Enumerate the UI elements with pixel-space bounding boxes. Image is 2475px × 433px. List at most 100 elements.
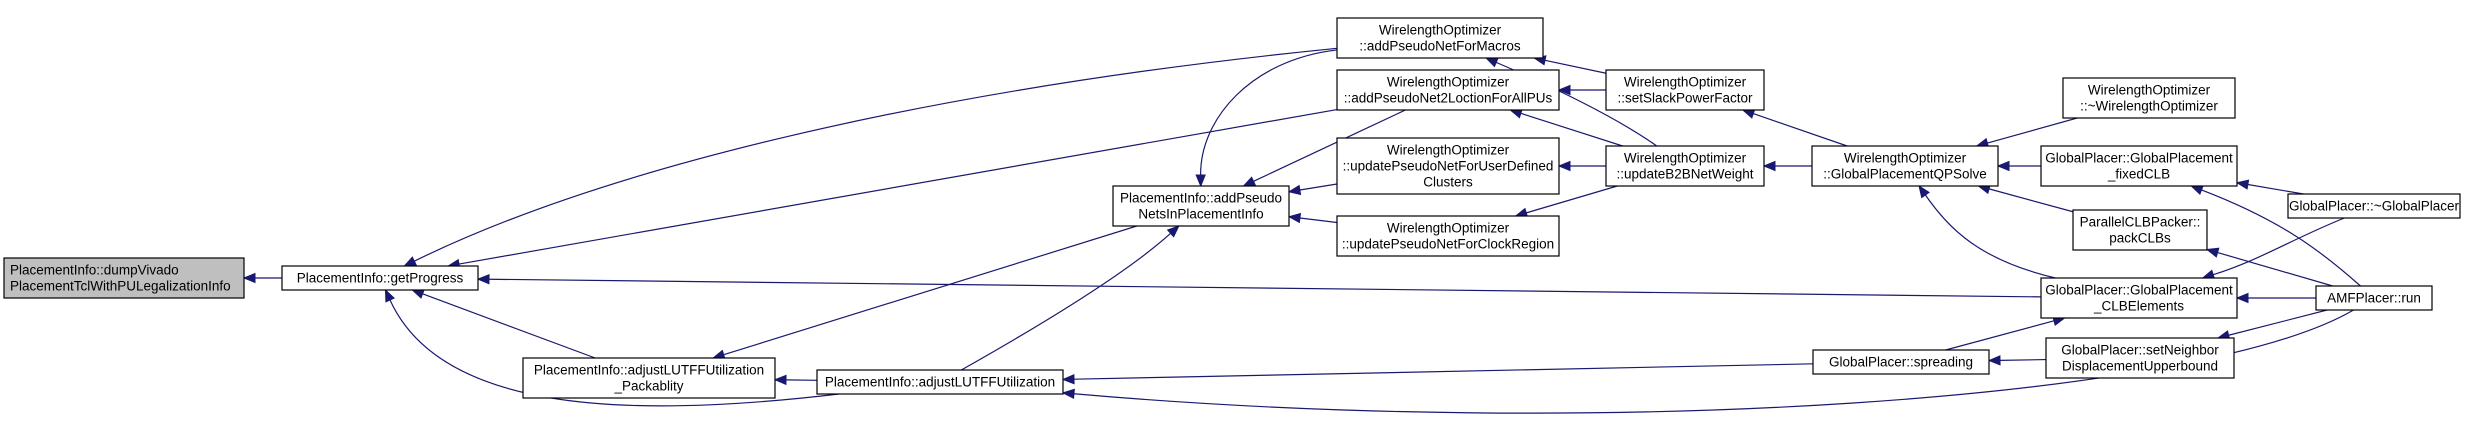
edge-adj-to-addPseudoNets: [960, 225, 1180, 371]
node-box: [3, 257, 245, 299]
node-gpCLB[interactable]: GlobalPlacer::GlobalPlacement_CLBElement…: [2040, 277, 2238, 319]
node-label-line: _Packablity: [613, 379, 683, 394]
edge-line: [1073, 309, 2354, 414]
node-label-line: ::updatePseudoNetForUserDefined: [1343, 159, 1554, 174]
node-label-line: packCLBs: [2109, 231, 2171, 246]
edge-line: [2247, 183, 2304, 195]
edge-wlB2B-to-wlUserDef: [1557, 160, 1606, 172]
edge-line: [1200, 49, 1338, 176]
arrowhead-icon: [2235, 179, 2250, 190]
arrowhead-icon: [384, 288, 395, 303]
edge-line: [2228, 309, 2328, 336]
arrowhead-icon: [1741, 108, 1756, 119]
node-box: [1336, 137, 1560, 195]
edge-line: [1299, 183, 1338, 191]
node-adjPack[interactable]: PlacementInfo::adjustLUTFFUtilization_Pa…: [522, 357, 776, 399]
node-addPseudoNets[interactable]: PlacementInfo::addPseudoNetsInPlacementI…: [1112, 185, 1290, 227]
node-box: [2315, 285, 2433, 311]
node-dump[interactable]: PlacementInfo::dumpVivadoPlacementTclWit…: [3, 257, 245, 299]
node-label-line: ::addPseudoNet2LoctionForAllPUs: [1344, 91, 1553, 106]
edge-getProgress-to-dump: [242, 272, 282, 284]
edge-gpDtor-to-gpCLB: [2201, 217, 2345, 280]
edge-wlMacros-to-getProgress: [403, 47, 1338, 267]
arrowhead-icon: [1195, 174, 1206, 188]
node-label-line: ::GlobalPlacementQPSolve: [1823, 167, 1987, 182]
node-box: [281, 265, 479, 291]
arrowhead-icon: [242, 272, 256, 284]
arrowhead-icon: [411, 289, 425, 299]
edge-pcPack-to-wlQP: [1977, 183, 2074, 213]
node-box: [816, 369, 1064, 395]
edge-gpCLB-to-getProgress: [476, 274, 2042, 298]
edge-adj-to-adjPack: [773, 374, 818, 386]
edge-line: [458, 108, 1338, 265]
node-box: [2040, 277, 2238, 319]
node-label-line: WirelengthOptimizer: [1844, 151, 1967, 166]
edge-line: [1753, 113, 1848, 147]
node-gpFixed[interactable]: GlobalPlacer::GlobalPlacement_fixedCLB: [2040, 145, 2238, 187]
node-label-line: ::addPseudoNetForMacros: [1359, 39, 1521, 54]
edge-line: [1544, 59, 1607, 74]
node-wlClock[interactable]: WirelengthOptimizer::updatePseudoNetForC…: [1336, 215, 1560, 257]
arrowhead-icon: [1484, 57, 1499, 68]
node-label-line: WirelengthOptimizer: [1624, 75, 1747, 90]
node-adj[interactable]: PlacementInfo::adjustLUTFFUtilization: [816, 369, 1064, 395]
edge-wlQP-to-wlSlack: [1741, 108, 1848, 147]
node-wlDtor[interactable]: WirelengthOptimizer::~WirelengthOptimize…: [2062, 77, 2236, 119]
node-wl2Loc[interactable]: WirelengthOptimizer::addPseudoNet2Loctio…: [1336, 69, 1560, 111]
edge-line: [1253, 109, 1406, 182]
node-label-line: ::updatePseudoNetForClockRegion: [1342, 237, 1554, 252]
arrowhead-icon: [1061, 373, 1075, 385]
node-box: [1112, 185, 1290, 227]
edge-line: [2213, 217, 2345, 276]
node-wlB2B[interactable]: WirelengthOptimizer::updateB2BNetWeight: [1605, 145, 1765, 187]
node-label-line: GlobalPlacer::GlobalPlacement: [2045, 283, 2233, 298]
edge-gpCLB-to-wlQP: [1918, 184, 2056, 279]
node-wlMacros[interactable]: WirelengthOptimizer::addPseudoNetForMacr…: [1336, 17, 1544, 59]
node-gpSpread[interactable]: GlobalPlacer::spreading: [1812, 349, 1990, 375]
edge-wlMacros-to-addPseudoNets: [1195, 49, 1338, 188]
node-box: [522, 357, 776, 399]
node-amfRun[interactable]: AMFPlacer::run: [2315, 285, 2433, 311]
node-box: [1605, 69, 1765, 111]
edge-line: [414, 47, 1338, 262]
node-label-line: PlacementInfo::adjustLUTFFUtilization: [825, 375, 1055, 390]
arrowhead-icon: [1762, 160, 1776, 172]
edge-line: [422, 293, 596, 359]
node-box: [1605, 145, 1765, 187]
node-label-line: PlacementTclWithPULegalizationInfo: [10, 279, 231, 294]
node-label-line: NetsInPlacementInfo: [1138, 207, 1263, 222]
edge-adjPack-to-getProgress: [411, 289, 596, 359]
node-box: [2062, 77, 2236, 119]
edge-line: [1520, 112, 1623, 147]
edges-layer: [242, 47, 2361, 414]
edge-line: [1299, 217, 1338, 224]
edge-wlSlack-to-wl2Loc: [1557, 84, 1606, 96]
edge-line: [1073, 363, 1814, 380]
arrowhead-icon: [2235, 292, 2249, 304]
node-label-line: WirelengthOptimizer: [1387, 143, 1510, 158]
node-label-line: ParallelCLBPacker::: [2080, 215, 2201, 230]
arrowhead-icon: [2189, 185, 2204, 196]
node-label-line: ::updateB2BNetWeight: [1616, 167, 1753, 182]
node-label-line: GlobalPlacer::setNeighbor: [2061, 343, 2219, 358]
edge-addPseudoNets-to-adjPack: [711, 225, 1137, 360]
node-label-line: PlacementInfo::getProgress: [297, 271, 464, 286]
node-gpDtor[interactable]: GlobalPlacer::~GlobalPlacer: [2287, 193, 2461, 219]
edge-amfRun-to-pcPack: [2205, 247, 2333, 287]
edge-line: [1987, 117, 2078, 144]
arrowhead-icon: [1918, 184, 1930, 199]
arrowhead-icon: [773, 374, 787, 386]
node-box: [1336, 69, 1560, 111]
node-gpNeighbor[interactable]: GlobalPlacer::setNeighborDisplacementUpp…: [2045, 337, 2235, 379]
node-wlUserDef[interactable]: WirelengthOptimizer::updatePseudoNetForU…: [1336, 137, 1560, 195]
edge-line: [1924, 194, 2056, 279]
edge-wlDtor-to-wlQP: [1975, 117, 2078, 148]
node-wlSlack[interactable]: WirelengthOptimizer::setSlackPowerFactor: [1605, 69, 1765, 111]
edge-gpFixed-to-wlQP: [1996, 160, 2041, 172]
node-wlQP[interactable]: WirelengthOptimizer::GlobalPlacementQPSo…: [1811, 145, 1999, 187]
node-label-line: PlacementInfo::dumpVivado: [10, 263, 179, 278]
node-getProgress[interactable]: PlacementInfo::getProgress: [281, 265, 479, 291]
node-pcPack[interactable]: ParallelCLBPacker::packCLBs: [2072, 209, 2208, 251]
